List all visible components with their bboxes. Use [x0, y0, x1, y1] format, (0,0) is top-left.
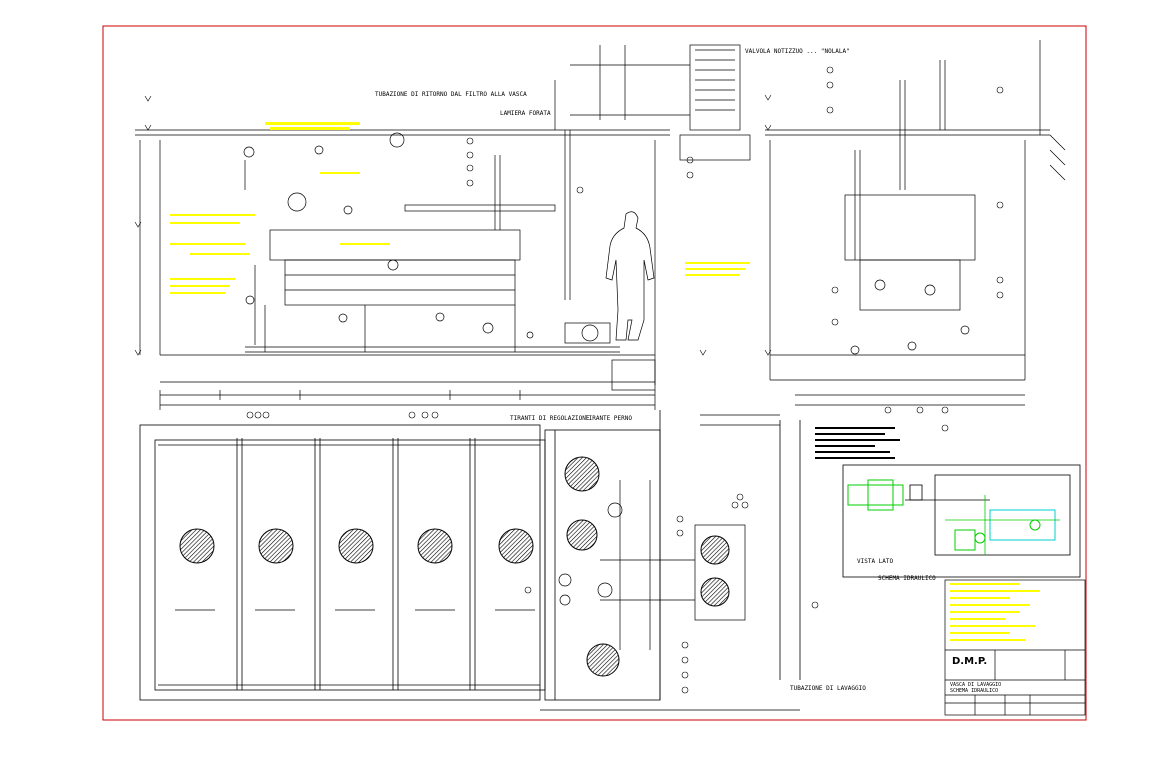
notes-block [815, 427, 900, 459]
drawing-frame [102, 25, 1087, 721]
valve-assembly-top [570, 44, 751, 161]
company-logo: D.M.P. [952, 656, 987, 667]
plan-view [139, 410, 801, 711]
hydraulic-scheme: SCHEMA IDRAULICO [842, 464, 1081, 582]
pump-group-plan [558, 480, 746, 650]
title-line-1: VASCA DI LAVAGGIO [950, 682, 1001, 688]
front-elevation-view [135, 80, 670, 410]
yellow-annotations [170, 122, 1040, 641]
label-tubazione-ritorno: TUBAZIONE DI RITORNO DAL FILTRO ALLA VAS… [375, 91, 527, 98]
title-block [944, 579, 1086, 716]
schema-idraulico-label: SCHEMA IDRAULICO [878, 575, 936, 582]
reference-balloons [246, 66, 1004, 694]
label-valvola: VALVOLA NOTIZZUO ... "NOLALA" [745, 48, 850, 55]
label-lamiera-forata: LAMIERA FORATA [500, 110, 551, 117]
level-markers [134, 94, 772, 356]
label-tiranti: TIRANTI DI REGOLAZIONE [510, 415, 590, 422]
label-tubazione-lavaggio: TUBAZIONE DI LAVAGGIO [790, 685, 866, 692]
label-tirante-perno: TIRANTE PERNO [585, 415, 632, 422]
round-grates [179, 456, 730, 677]
title-line-2: SCHEMA IDRAULICO [950, 688, 998, 694]
side-elevation-view [765, 40, 1066, 406]
label-vista-lato: VISTA LATO [857, 558, 894, 565]
